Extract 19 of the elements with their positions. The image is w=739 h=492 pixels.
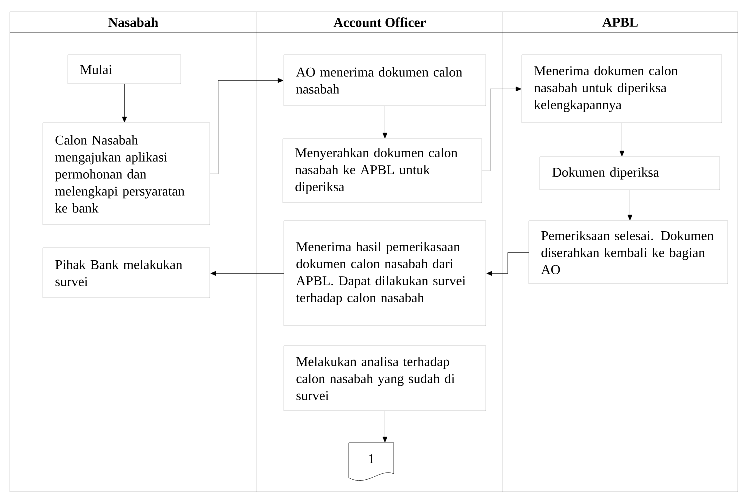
arrow [122,84,128,123]
process-box: Pihak Bank melakukan survei [43,248,210,298]
arrow [382,411,388,443]
arrow [486,252,530,276]
arrow [620,123,625,157]
process-box: Menerima hasil pemerikasaan dokumen calon nasabah dari APBL. Dapat dilakukan survei terhadap calon nasabah [284,220,486,326]
process-box: Menyerahkan dokumen calon nasabah ke APBL untuk diperiksa [283,139,482,204]
arrow [628,190,633,221]
arrow [482,86,522,172]
arrow [382,106,388,139]
process-box: Melakukan analisa terhadap calon nasabah yang sudah di survei [284,346,486,412]
process-box: AO menerima dokumen calon nasabah [284,54,486,106]
process-box: Mulai [68,54,182,84]
process-box: Menerima dokumen calon nasabah untuk diperiksa kelengkapannya [522,54,722,124]
process-box: Dokumen diperiksa [540,157,720,190]
process-box: Calon Nasabah mengajukan aplikasi permohonan dan melengkapi persyaratan ke bank [43,123,210,226]
process-box: Pemeriksaan selesai. Dokumen diserahkan kembali ke bagian AO [529,220,728,284]
arrow [210,78,284,174]
arrow [210,271,284,276]
